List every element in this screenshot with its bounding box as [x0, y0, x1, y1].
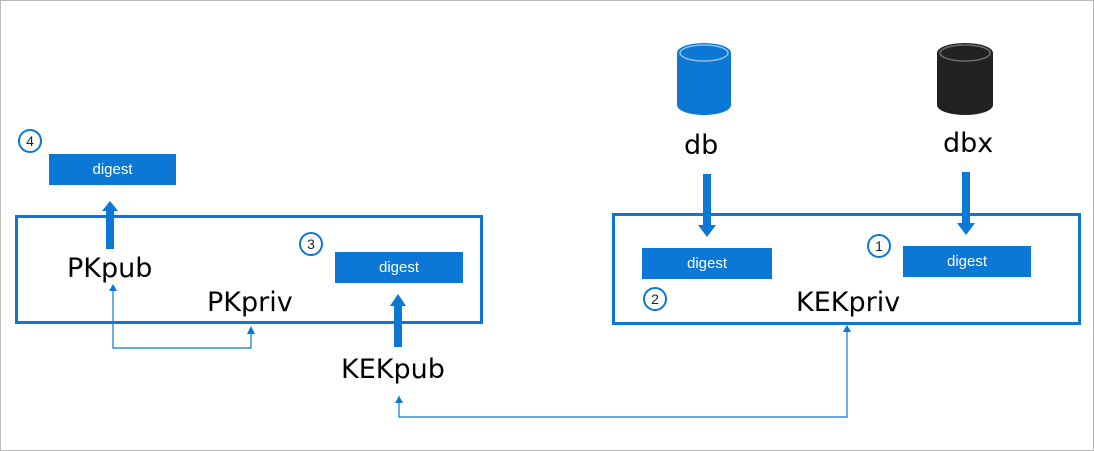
kekpub-up-arrow	[390, 294, 406, 347]
pk-container	[15, 215, 483, 324]
kekpub-label: KEKpub	[341, 354, 445, 385]
dbx-label: dbx	[943, 128, 994, 159]
pkpub-up-arrow	[102, 201, 118, 249]
db-digest-block: digest	[642, 248, 772, 279]
kekpub-to-kekpriv-connector	[398, 332, 848, 418]
dbx-digest-block: digest	[903, 246, 1031, 277]
dbx-down-arrow	[957, 172, 975, 235]
pkpub-connector-tip	[109, 284, 117, 291]
step-2-badge: 2	[643, 287, 667, 311]
db-down-arrow	[698, 174, 716, 237]
database-icon-dark	[937, 43, 993, 115]
kekpriv-connector-tip	[843, 325, 851, 332]
pkpub-to-pkpriv-connector	[112, 291, 255, 349]
top-digest-block: digest	[49, 154, 176, 185]
kek-container	[612, 213, 1081, 325]
database-icon	[677, 43, 731, 115]
pkpriv-label: PKpriv	[207, 287, 293, 318]
kek-signed-digest-block: digest	[335, 252, 463, 283]
step-3-badge: 3	[299, 232, 323, 256]
step-1-badge: 1	[867, 234, 891, 258]
pkpub-label: PKpub	[67, 253, 153, 284]
kekpub-connector-tip	[395, 396, 403, 403]
kekpriv-label: KEKpriv	[796, 287, 901, 318]
step-4-badge: 4	[18, 129, 42, 153]
db-label: db	[684, 130, 719, 161]
